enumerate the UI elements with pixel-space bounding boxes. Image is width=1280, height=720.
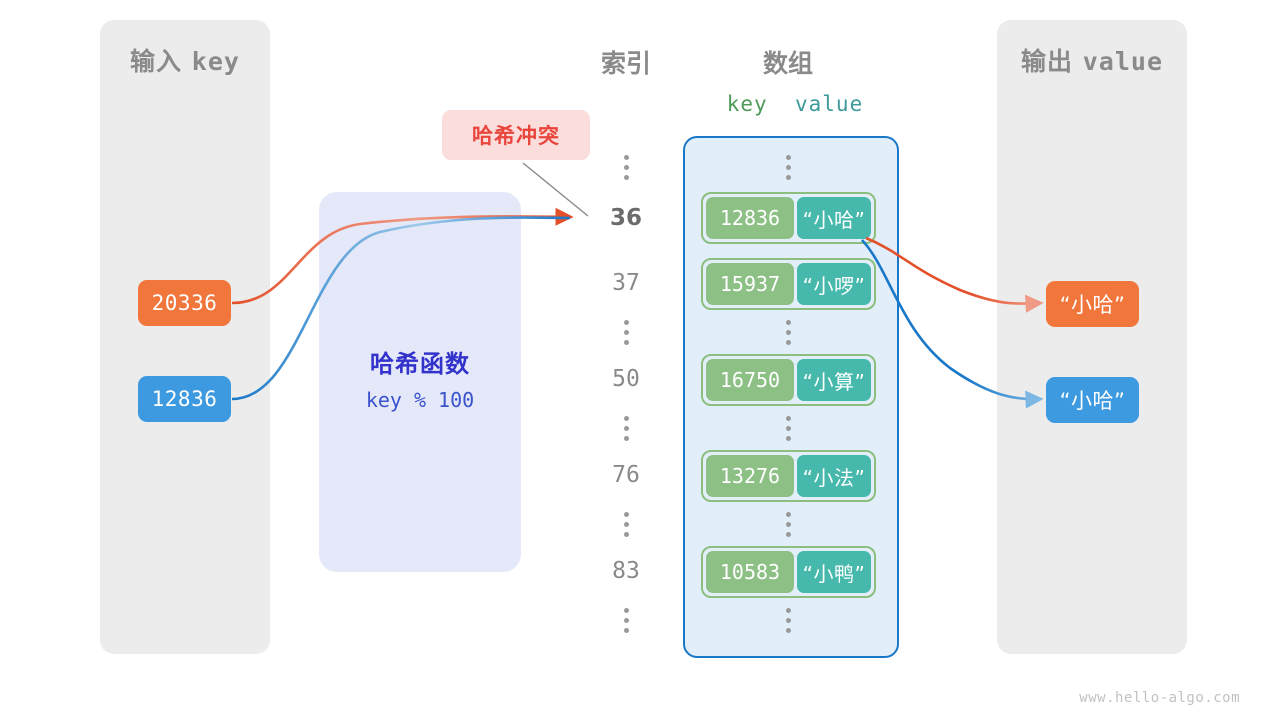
index-ellipsis-top: [623, 155, 629, 180]
array-ellipsis-4: [785, 608, 791, 633]
output-value-blue: “小哈”: [1046, 377, 1139, 423]
watermark: www.hello-algo.com: [1079, 690, 1240, 706]
array-ellipsis-2: [785, 416, 791, 441]
bucket-value: “小鸭”: [797, 551, 871, 593]
input-key-20336: 20336: [138, 280, 231, 326]
index-label-50: 50: [612, 366, 640, 392]
bucket-key: 10583: [706, 551, 794, 593]
array-ellipsis-1: [785, 320, 791, 345]
bucket-row-83: 10583 “小鸭”: [701, 546, 876, 598]
hash-function-formula: key % 100: [365, 388, 475, 412]
bucket-value: “小算”: [797, 359, 871, 401]
key-value-column-header: key value: [700, 92, 890, 116]
index-label-76: 76: [612, 462, 640, 488]
bucket-key: 16750: [706, 359, 794, 401]
array-column-heading: 数组: [762, 49, 813, 78]
array-ellipsis-top: [785, 155, 791, 180]
output-panel-title-code: value: [1082, 47, 1163, 76]
array-ellipsis-3: [785, 512, 791, 537]
bucket-value: “小啰”: [797, 263, 871, 305]
output-panel: 输出 value: [997, 20, 1187, 654]
index-label-36: 36: [609, 205, 642, 231]
output-value-orange: “小哈”: [1046, 281, 1139, 327]
hash-function-box: 哈希函数 key % 100: [319, 192, 521, 572]
input-key-12836: 12836: [138, 376, 231, 422]
bucket-value: “小法”: [797, 455, 871, 497]
output-panel-title: 输出 value: [997, 42, 1187, 78]
index-ellipsis-2: [623, 416, 629, 441]
bucket-row-50: 16750 “小算”: [701, 354, 876, 406]
index-ellipsis-1: [623, 320, 629, 345]
bucket-value: “小哈”: [797, 197, 871, 239]
input-panel: 输入 key: [100, 20, 270, 654]
bucket-row-36: 12836 “小哈”: [701, 192, 876, 244]
key-column-label: key: [726, 92, 768, 116]
bucket-key: 13276: [706, 455, 794, 497]
value-column-label: value: [795, 92, 864, 116]
index-label-37: 37: [612, 270, 640, 296]
bucket-row-37: 15937 “小啰”: [701, 258, 876, 310]
index-ellipsis-4: [623, 608, 629, 633]
index-label-83: 83: [612, 558, 640, 584]
hash-function-title: 哈希函数: [370, 350, 470, 378]
hash-collision-callout: 哈希冲突: [442, 110, 590, 160]
input-panel-title: 输入 key: [100, 42, 270, 78]
collision-leader-line: [522, 162, 589, 217]
index-column-heading: 索引: [600, 49, 651, 78]
output-panel-title-cn: 输出: [1021, 47, 1074, 76]
input-panel-title-code: key: [191, 47, 240, 76]
bucket-key: 12836: [706, 197, 794, 239]
bucket-row-76: 13276 “小法”: [701, 450, 876, 502]
index-ellipsis-3: [623, 512, 629, 537]
input-panel-title-cn: 输入: [130, 47, 183, 76]
bucket-key: 15937: [706, 263, 794, 305]
